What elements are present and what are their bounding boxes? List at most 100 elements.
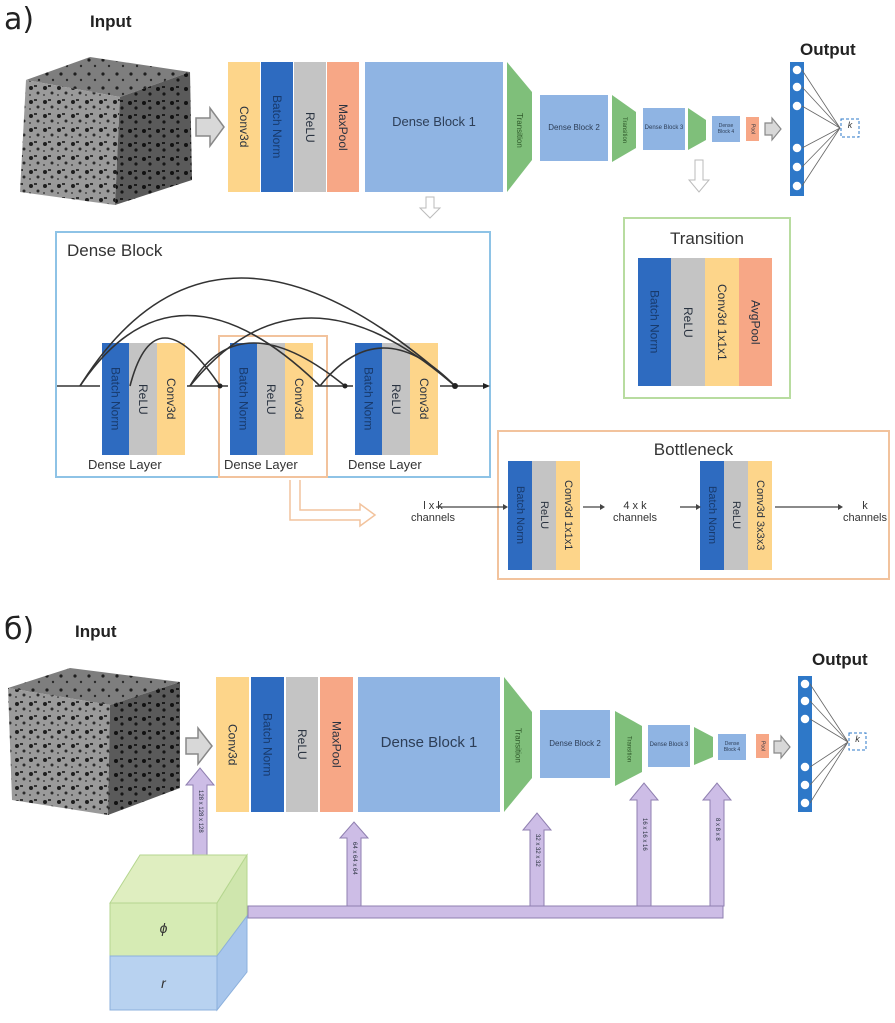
dl1-conv-label: Conv3d	[164, 378, 178, 420]
dl3-relu: ReLU	[382, 343, 410, 455]
output-arrow-icon	[764, 116, 782, 142]
phi-label: ϕ	[159, 920, 168, 936]
inject-size-1: 128 x 128 x 128	[197, 790, 203, 833]
dl2-relu-label: ReLU	[264, 383, 278, 415]
dl1-relu-label: ReLU	[136, 383, 150, 415]
input-label-a: Input	[90, 12, 132, 31]
dense-block-4-label-b: Dense Block 4	[723, 740, 741, 754]
dense-block-4-label: Dense Block 4	[717, 122, 735, 136]
inject-arrow-1	[184, 767, 216, 856]
panel-b-label: б)	[4, 612, 35, 647]
bn2-conv3d-3x3x3: Conv3d 3x3x3	[748, 461, 772, 570]
batch-norm-label-b: Batch Norm	[260, 712, 275, 777]
dense-block-3-label: Dense Block 3	[644, 125, 684, 132]
output-label-b: Output	[812, 650, 868, 669]
bottleneck-output-channels: k channels	[842, 500, 888, 524]
bottleneck-title: Bottleneck	[653, 440, 734, 459]
bn2-relu-label: ReLU	[730, 501, 742, 530]
dense-layer-3-label: Dense Layer	[348, 457, 422, 472]
tr-conv-label: Conv3d 1x1x1	[715, 283, 729, 361]
maxpool-label: MaxPool	[336, 103, 350, 151]
tr-bn-label: Batch Norm	[647, 290, 662, 354]
relu-label: ReLU	[303, 111, 317, 143]
dl2-batch-norm: Batch Norm	[230, 343, 257, 455]
dense-block-1-label: Dense Block 1	[392, 114, 476, 129]
bottleneck-box	[497, 430, 890, 580]
inject-size-5: 8 x 8 x 8	[714, 818, 720, 841]
bn1-batch-norm: Batch Norm	[508, 461, 532, 570]
tr-relu: ReLU	[671, 258, 705, 386]
transition-2-label: Transition	[621, 116, 627, 144]
maxpool-label-b: MaxPool	[329, 721, 344, 768]
dl2-conv3d: Conv3d	[285, 343, 313, 455]
highlighted-dense-layer-box	[218, 335, 328, 478]
dense-block-2-label-b: Dense Block 2	[549, 738, 601, 748]
dense-block-4-b: Dense Block 4	[718, 734, 746, 760]
pool-block: Pool	[746, 117, 759, 141]
output-label-a: Output	[800, 40, 856, 59]
dl3-relu-label: ReLU	[389, 383, 403, 415]
tr-conv3d-1x1x1: Conv3d 1x1x1	[705, 258, 739, 386]
dl2-bn-label: Batch Norm	[236, 367, 251, 431]
tr-relu-label: ReLU	[681, 306, 695, 338]
inject-size-3: 32 x 32 x 32	[534, 834, 540, 867]
tr-avgpool-label: AvgPool	[748, 299, 763, 345]
bn1-relu-label: ReLU	[538, 501, 550, 530]
dense-block-2: Dense Block 2	[540, 95, 608, 161]
transition-1-label: Transition	[515, 112, 524, 148]
pool-label-b: Pool	[759, 740, 766, 751]
dense-block-3: Dense Block 3	[643, 108, 685, 150]
input-label-b: Input	[75, 622, 117, 641]
conv3d-label-b: Conv3d	[225, 723, 240, 766]
batch-norm-label: Batch Norm	[270, 95, 284, 159]
batch-norm-block-b: Batch Norm	[251, 677, 284, 812]
dense-out-arrowhead	[483, 383, 490, 389]
conv3d-block: Conv3d	[228, 62, 260, 192]
inject-size-2: 64 x 64 x 64	[351, 842, 357, 875]
bn1-conv-label: Conv3d 1x1x1	[562, 480, 574, 551]
dl3-bn-label: Batch Norm	[361, 367, 376, 431]
tr-avgpool: AvgPool	[739, 258, 772, 386]
dl1-conv3d: Conv3d	[157, 343, 185, 455]
dl3-conv-label: Conv3d	[417, 378, 431, 420]
bn1-bn-label: Batch Norm	[514, 486, 526, 545]
bn2-conv-label: Conv3d 3x3x3	[754, 480, 766, 551]
transition-2-label-b: Transition	[625, 735, 632, 763]
panel-a-label: a)	[4, 2, 35, 37]
pool-label: Pool	[749, 123, 756, 134]
expand-transition-arrow-icon	[687, 159, 711, 193]
transition-2-a	[612, 95, 636, 162]
conv3d-label: Conv3d	[237, 106, 251, 148]
dense-block-1-b: Dense Block 1	[358, 677, 500, 812]
bottleneck-middle-channels: 4 x k channels	[612, 500, 658, 524]
relu-block: ReLU	[294, 62, 326, 192]
transition-title: Transition	[669, 229, 744, 248]
inject-arrow-3	[521, 812, 553, 907]
maxpool-block: MaxPool	[327, 62, 359, 192]
dense-block-title: Dense Block	[67, 241, 163, 260]
bottleneck-input-channels: l x k channels	[410, 500, 456, 524]
dl1-batch-norm: Batch Norm	[102, 343, 129, 455]
dl3-batch-norm: Batch Norm	[355, 343, 382, 455]
relu-label-b: ReLU	[295, 729, 309, 760]
dense-block-2-label: Dense Block 2	[548, 122, 600, 132]
inject-size-4: 16 x 16 x 16	[641, 818, 647, 851]
dense-layer-2-label: Dense Layer	[224, 457, 298, 472]
pool-block-b: Pool	[756, 734, 769, 758]
dense-block-1-label-b: Dense Block 1	[380, 734, 478, 751]
bn2-bn-label: Batch Norm	[706, 486, 718, 545]
maxpool-block-b: MaxPool	[320, 677, 353, 812]
dense-block-3-label-b: Dense Block 3	[649, 742, 689, 749]
relu-block-b: ReLU	[286, 677, 318, 812]
dense-block-2-b: Dense Block 2	[540, 710, 610, 778]
bn1-conv3d-1x1x1: Conv3d 1x1x1	[556, 461, 580, 570]
